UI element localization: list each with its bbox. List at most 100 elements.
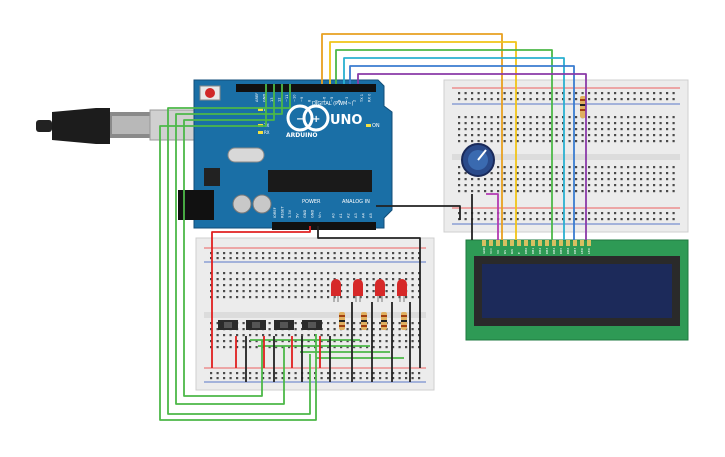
breadboard-hole: [536, 190, 539, 193]
breadboard-hole: [359, 372, 362, 375]
breadboard-hole: [529, 92, 532, 95]
breadboard-hole: [223, 334, 226, 337]
breadboard-hole: [458, 140, 461, 143]
breadboard-hole: [620, 190, 623, 193]
breadboard-hole: [288, 257, 291, 260]
breadboard-hole: [359, 252, 362, 255]
breadboard-hole: [594, 134, 597, 137]
breadboard-hole: [281, 296, 284, 299]
breadboard-hole: [666, 218, 669, 221]
breadboard-hole: [542, 98, 545, 101]
breadboard-hole: [268, 296, 271, 299]
lcd-pin-label: LED: [587, 247, 591, 254]
breadboard-hole: [223, 372, 226, 375]
breadboard-hole: [666, 190, 669, 193]
breadboard-hole: [484, 140, 487, 143]
wire-green-3[interactable]: [183, 84, 275, 397]
breadboard-hole: [464, 178, 467, 181]
potentiometer[interactable]: [461, 143, 495, 177]
wire-green-4[interactable]: [159, 84, 317, 421]
push-button-2[interactable]: [246, 320, 266, 330]
breadboard-hole: [549, 134, 552, 137]
push-button-4[interactable]: [302, 320, 322, 330]
breadboard-hole: [672, 166, 675, 169]
breadboard-hole: [242, 296, 245, 299]
resistor-right[interactable]: [580, 96, 586, 118]
resistor-led-3[interactable]: [381, 312, 387, 330]
wire-green-1[interactable]: [167, 84, 311, 415]
breadboard-hole: [523, 172, 526, 175]
wire-magenta-pot[interactable]: [486, 193, 499, 240]
breadboard-hole: [588, 190, 591, 193]
led-red-3[interactable]: [375, 279, 385, 302]
breadboard-hole: [216, 322, 219, 325]
wire-green[interactable]: [335, 49, 553, 240]
breadboard-hole: [268, 346, 271, 349]
resistor-led-4[interactable]: [401, 312, 407, 330]
led-red-1[interactable]: [331, 279, 341, 302]
breadboard-hole: [359, 272, 362, 275]
wire-yellow[interactable]: [329, 41, 517, 240]
breadboard-left[interactable]: [195, 237, 435, 391]
push-button-1[interactable]: [218, 320, 238, 330]
svg-text:−: −: [296, 114, 304, 125]
breadboard-hole: [385, 372, 388, 375]
digital-pin-label: ~9: [300, 96, 304, 102]
lcd-pin: [510, 240, 514, 246]
breadboard-hole: [288, 334, 291, 337]
wire-cyan[interactable]: [343, 57, 565, 240]
breadboard-hole: [594, 116, 597, 119]
breadboard-hole: [242, 278, 245, 281]
wire-purple[interactable]: [357, 73, 587, 240]
breadboard-hole: [294, 272, 297, 275]
breadboard-hole: [216, 278, 219, 281]
breadboard-hole: [646, 92, 649, 95]
breadboard-hole: [210, 372, 213, 375]
breadboard-hole: [646, 178, 649, 181]
breadboard-hole: [333, 322, 336, 325]
reset-button[interactable]: [205, 88, 215, 98]
led-red-2[interactable]: [353, 279, 363, 302]
breadboard-hole: [503, 166, 506, 169]
breadboard-hole: [366, 377, 369, 380]
breadboard-hole: [666, 140, 669, 143]
breadboard-hole: [223, 290, 226, 293]
wire-blue[interactable]: [349, 65, 575, 240]
breadboard-hole: [411, 290, 414, 293]
arduino-uno-board[interactable]: − + ARDUINO UNO DIGITAL (PWM~) POWER ANA…: [178, 79, 393, 230]
breadboard-hole: [471, 128, 474, 131]
wire-black-gnd[interactable]: [376, 205, 461, 220]
push-button-3[interactable]: [274, 320, 294, 330]
breadboard-hole: [620, 212, 623, 215]
resistor-led-2[interactable]: [361, 312, 367, 330]
led-red-4[interactable]: [397, 279, 407, 302]
breadboard-hole: [640, 166, 643, 169]
breadboard-hole: [288, 290, 291, 293]
breadboard-hole: [372, 334, 375, 337]
breadboard-hole: [672, 212, 675, 215]
breadboard-hole: [346, 272, 349, 275]
breadboard-hole: [594, 212, 597, 215]
breadboard-hole: [503, 116, 506, 119]
breadboard-hole: [268, 322, 271, 325]
wire-green-2[interactable]: [175, 84, 285, 405]
wire-orange[interactable]: [321, 33, 503, 240]
wire-black-gnd-2[interactable]: [317, 226, 421, 368]
resistor-led-1[interactable]: [339, 312, 345, 330]
breadboard-hole: [607, 172, 610, 175]
breadboard-hole: [490, 134, 493, 137]
breadboard-hole: [581, 184, 584, 187]
breadboard-hole: [392, 322, 395, 325]
usb-cable[interactable]: [36, 108, 195, 144]
wire-red-5v[interactable]: [211, 226, 311, 368]
breadboard-hole: [405, 296, 408, 299]
breadboard-hole: [346, 372, 349, 375]
breadboard-hole: [464, 122, 467, 125]
breadboard-hole: [392, 377, 395, 380]
breadboard-left-holes: [210, 252, 421, 380]
